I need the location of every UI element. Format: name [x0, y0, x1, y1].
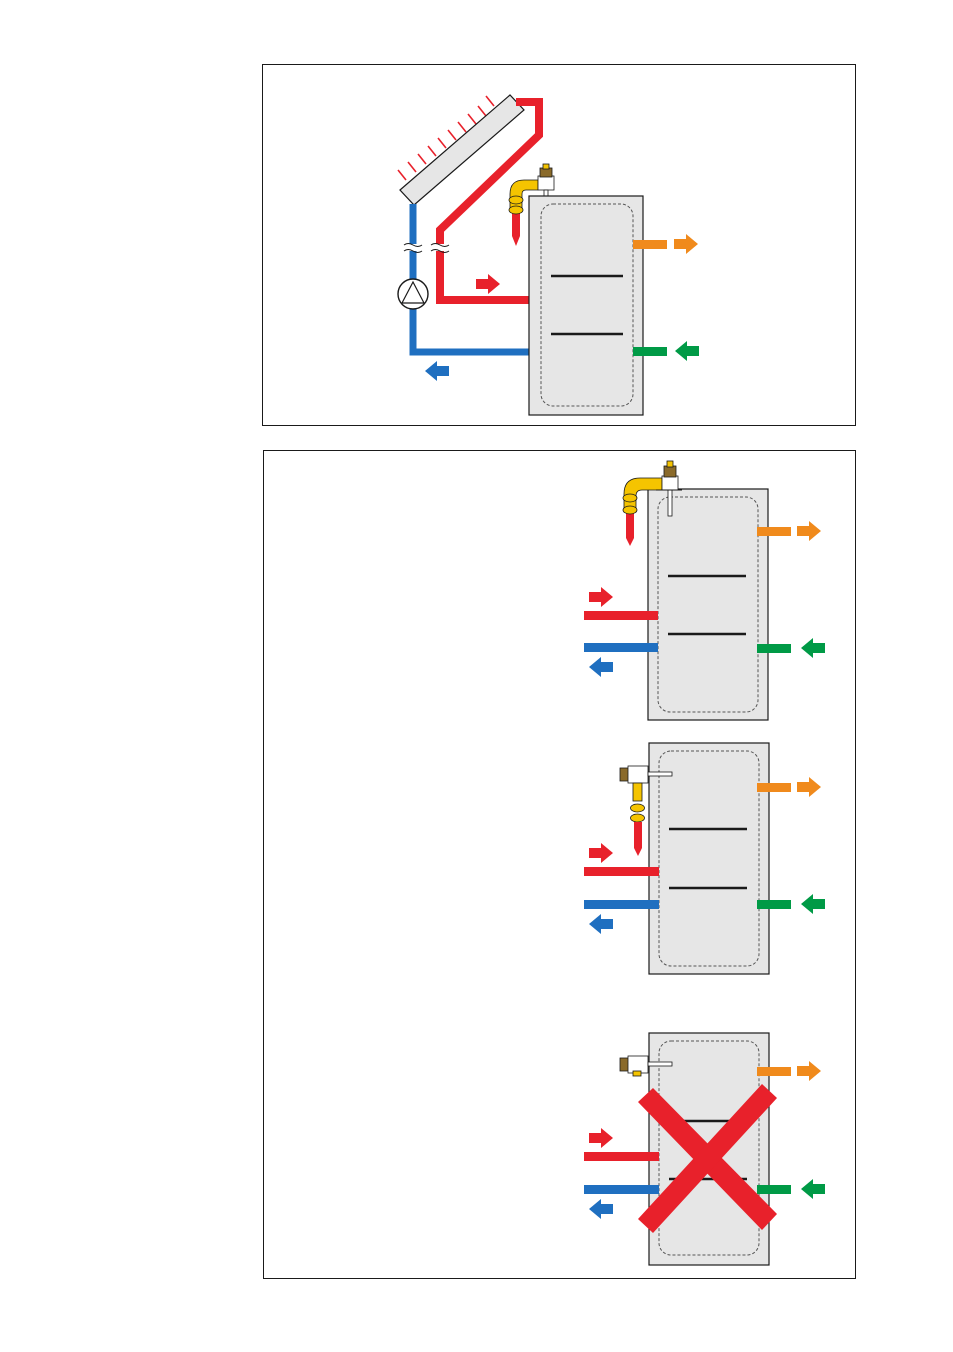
variant-valve-side-lower: [584, 1033, 825, 1265]
flow-arrow-icon: [476, 274, 500, 294]
system-overview-diagram: [398, 95, 699, 415]
solar-return-pipe: [413, 204, 540, 352]
flow-arrow-icon: [425, 361, 449, 381]
variant-valve-top: [584, 461, 825, 720]
pump-symbol-icon: [398, 279, 428, 309]
variant-valve-side-upper: [584, 743, 825, 974]
storage-tank: [529, 196, 643, 415]
solar-collector: [400, 95, 524, 205]
